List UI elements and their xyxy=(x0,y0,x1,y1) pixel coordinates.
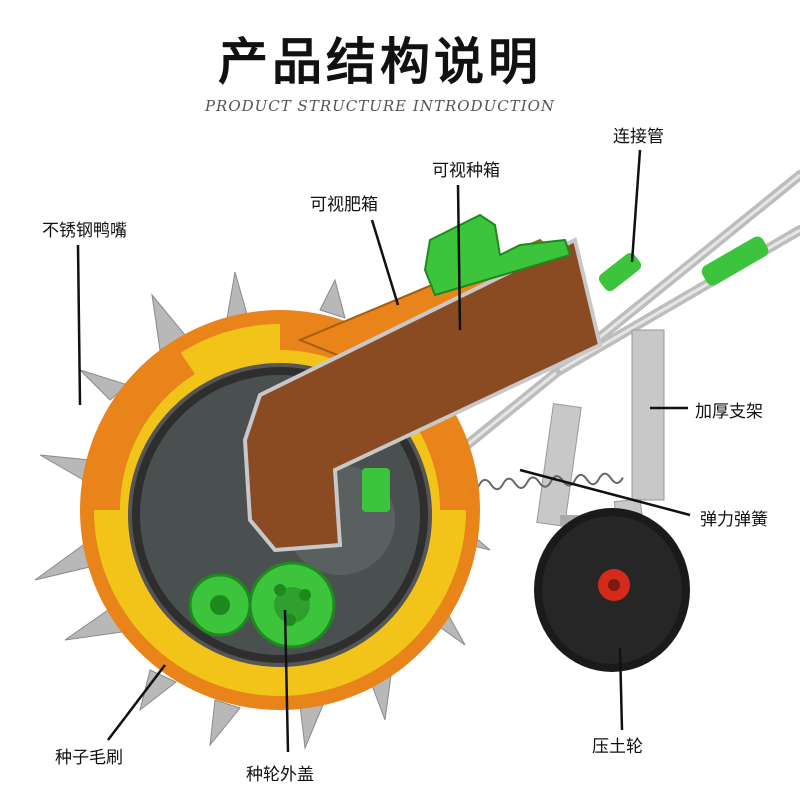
page-subtitle: PRODUCT STRUCTURE INTRODUCTION xyxy=(204,97,556,115)
label-brush: 种子毛刷 xyxy=(55,748,123,768)
page-title: 产品结构说明 xyxy=(218,33,542,91)
wheel-cover-part xyxy=(248,561,336,649)
label-seed-box: 可视种箱 xyxy=(432,161,500,181)
label-connector-pipe: 连接管 xyxy=(613,127,664,147)
label-duckbill: 不锈钢鸭嘴 xyxy=(42,221,127,241)
label-press-wheel: 压土轮 xyxy=(592,737,643,757)
seed-brush-part xyxy=(188,573,252,637)
press-wheel xyxy=(534,508,690,672)
leader-lines xyxy=(76,149,691,753)
label-wheel-cover: 种轮外盖 xyxy=(246,765,314,785)
connector-pipe-clamps xyxy=(598,236,769,292)
seed-box xyxy=(242,213,603,553)
spring-coil xyxy=(454,472,624,492)
label-spring: 弹力弹簧 xyxy=(700,510,768,530)
label-fertilizer-box: 可视肥箱 xyxy=(310,195,378,215)
label-frame: 加厚支架 xyxy=(695,402,763,422)
